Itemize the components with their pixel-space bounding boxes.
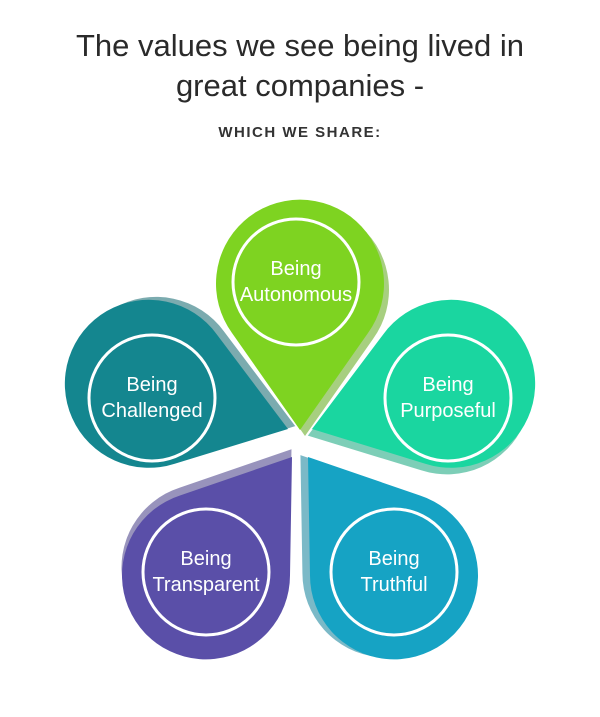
petal-transparent: Being Transparent (121, 449, 292, 660)
petal-truthful-shape (308, 457, 479, 660)
title-line-2: great companies - (175, 68, 425, 103)
petal-purposeful: Being Purposeful (307, 299, 536, 475)
title-line-1: The values we see being lived in (75, 28, 525, 63)
petal-transparent-label-line1: Being (180, 548, 231, 570)
petal-autonomous-ring (231, 217, 361, 347)
petal-truthful-label-line1: Being (368, 548, 419, 570)
page-subtitle: WHICH WE SHARE: (218, 124, 382, 141)
petal-challenged: Being Challenged (64, 296, 296, 468)
petal-purposeful-label-line2: Purposeful (400, 400, 496, 422)
page-title: The values we see being lived in great c… (0, 26, 600, 106)
petal-purposeful-ring (383, 333, 513, 463)
petal-challenged-label-line2: Challenged (101, 400, 202, 422)
petal-transparent-label-line2: Transparent (152, 574, 260, 596)
petal-autonomous: Being Autonomous (216, 199, 389, 436)
petal-truthful-ring (329, 507, 459, 637)
petal-autonomous-label-line1: Being (270, 258, 321, 280)
petal-challenged-label-line1: Being (126, 374, 177, 396)
petal-challenged-ring (87, 333, 217, 463)
petal-transparent-shape (121, 457, 292, 660)
petal-truthful-label-line2: Truthful (360, 574, 427, 596)
petal-autonomous-shape (216, 199, 384, 430)
petal-transparent-ring (141, 507, 271, 637)
petal-autonomous-label-line2: Autonomous (240, 284, 352, 306)
petal-truthful: Being Truthful (300, 455, 479, 660)
petal-purposeful-label-line1: Being (422, 374, 473, 396)
